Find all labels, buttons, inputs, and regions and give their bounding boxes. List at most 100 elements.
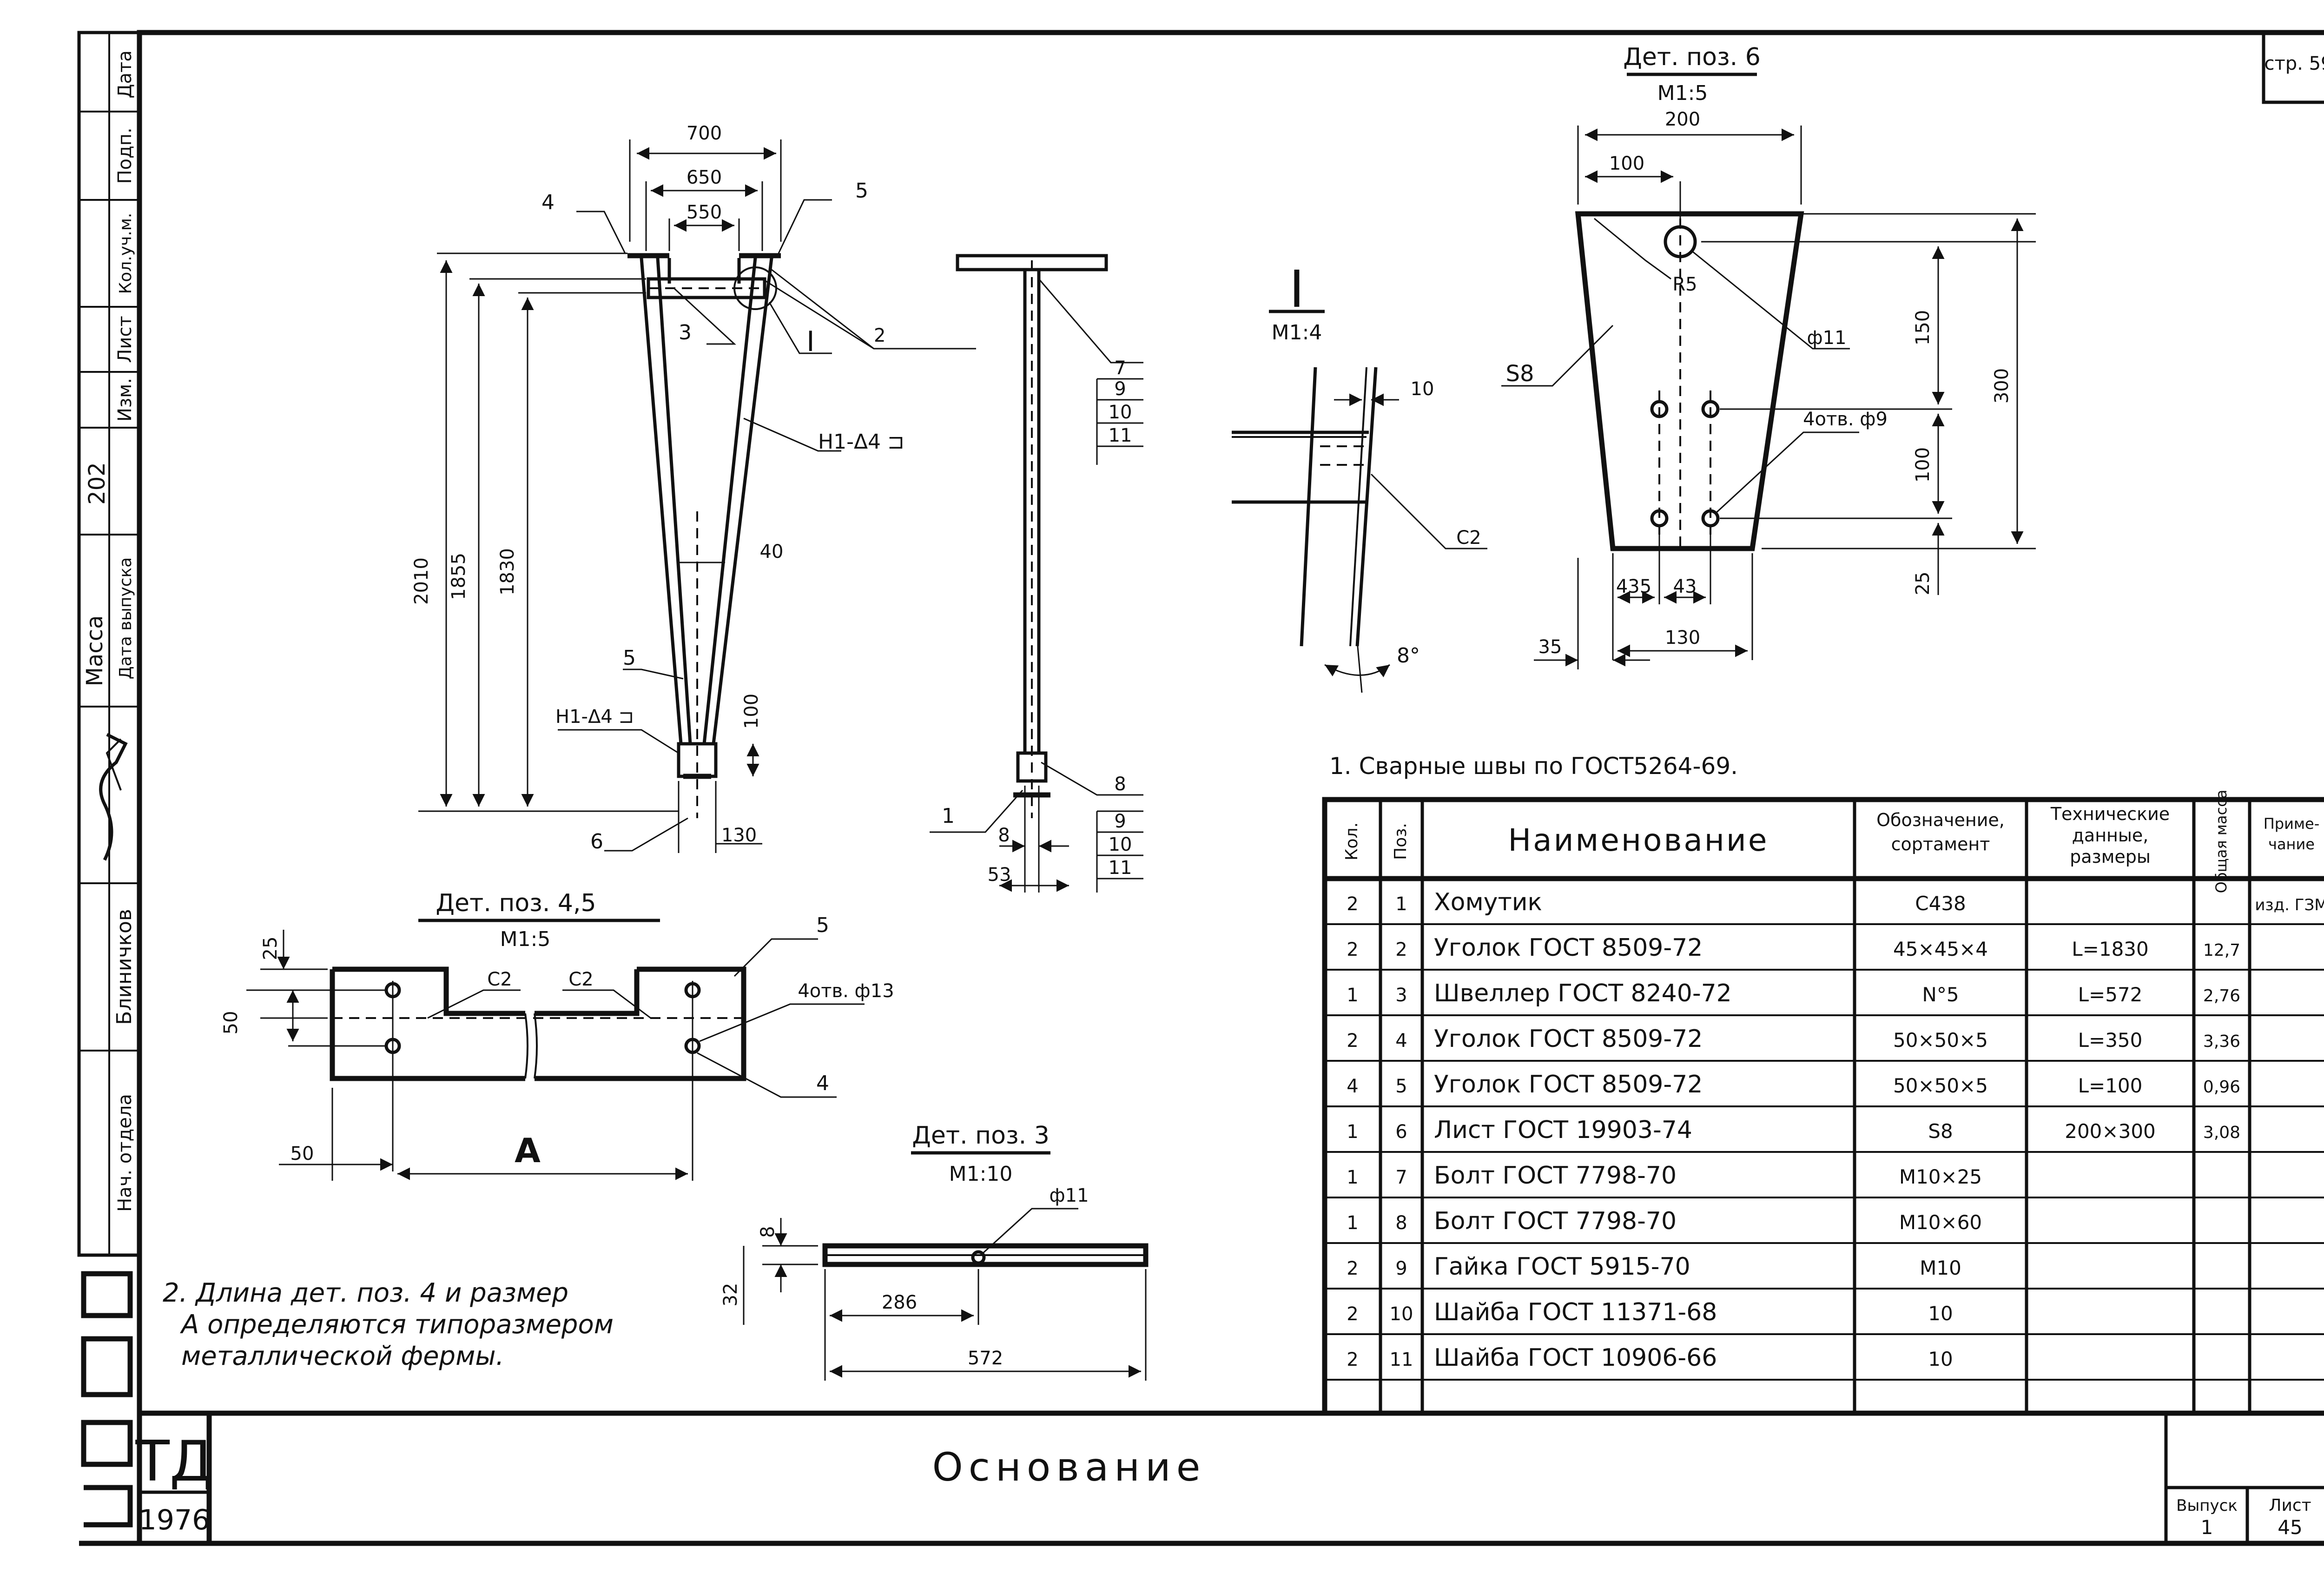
dim-43: 43 — [1673, 576, 1697, 597]
table-cell-name: Уголок ГОСТ 8509-72 — [1434, 1025, 1703, 1053]
table-cell-tech: 200×300 — [2065, 1120, 2156, 1143]
table-cell-poz: 4 — [1395, 1030, 1407, 1052]
table-cell-poz: 5 — [1395, 1076, 1407, 1097]
callout-3: 3 — [679, 321, 692, 344]
dim-50-bottom: 50 — [290, 1143, 314, 1164]
callout-11-top: 11 — [1109, 425, 1132, 446]
dim-100-top: 100 — [1609, 153, 1644, 174]
dim-f11: ф11 — [1807, 327, 1846, 349]
callout-weld-bottom: Н1-Δ4 ⊐ — [555, 706, 634, 728]
weld-C2-left: С2 — [487, 969, 512, 990]
stamp-head: Нач. отдела — [114, 1094, 136, 1212]
dim-200: 200 — [1665, 109, 1700, 130]
angle-8: 8° — [1397, 644, 1420, 668]
detail-6: Дет. поз. 6 М1:5 200 100 R5 ф11 — [1501, 43, 2036, 669]
dim-700: 700 — [687, 123, 722, 144]
side-stamp: Дата Подп. Кол.уч.м. Лист Изм. 202 Масса… — [77, 31, 141, 1528]
dim-8-channel: 8 — [757, 1226, 779, 1237]
stamp-header-sheet: Лист — [114, 316, 136, 363]
dim-8-side: 8 — [998, 825, 1010, 846]
callout-4-angle: 4 — [816, 1072, 829, 1095]
table-cell-name: Швеллер ГОСТ 8240-72 — [1434, 979, 1732, 1007]
callout-4: 4 — [541, 191, 555, 214]
table-cell-designation: М10×60 — [1899, 1211, 1982, 1234]
dim-32: 32 — [720, 1283, 741, 1307]
table-cell-poz: 3 — [1395, 985, 1407, 1006]
table-cell-kol: 1 — [1347, 1167, 1358, 1188]
vypusk-value: 1 — [2201, 1516, 2213, 1539]
table-cell-name: Хомутик — [1434, 888, 1542, 916]
callout-1: 1 — [942, 804, 955, 828]
table-cell-kol: 2 — [1347, 1258, 1358, 1279]
dim-4holes-f9: 4отв. ф9 — [1803, 409, 1888, 430]
callout-10-bottom: 10 — [1109, 834, 1132, 855]
table-cell-designation: 10 — [1928, 1348, 1953, 1370]
dim-100-right: 100 — [1912, 447, 1934, 483]
detail-I-scale: М1:4 — [1272, 321, 1322, 344]
detail-3-title: Дет. поз. 3 — [912, 1122, 1050, 1150]
table-cell-kol: 2 — [1347, 1030, 1358, 1052]
thickness-S8: S8 — [1505, 361, 1534, 387]
table-cell-designation: М10×25 — [1899, 1165, 1982, 1188]
weld-C2-right: С2 — [568, 969, 593, 990]
callout-11-bottom: 11 — [1109, 857, 1132, 879]
table-cell-designation: S8 — [1928, 1120, 1953, 1143]
table-cell-designation: 45×45×4 — [1893, 938, 1988, 960]
table-cell-poz: 8 — [1395, 1212, 1407, 1234]
callout-9-bottom: 9 — [1114, 811, 1126, 832]
callout-5-bottom: 5 — [623, 646, 636, 670]
table-cell-kol: 1 — [1347, 985, 1358, 1006]
table-cell-designation: С438 — [1915, 892, 1966, 915]
stamp-mass: Масса — [82, 615, 108, 686]
table-cell-designation: 10 — [1928, 1302, 1953, 1325]
stamp-header-sign: Подп. — [114, 127, 136, 184]
callout-6: 6 — [590, 830, 603, 853]
detail-3-scale: М1:10 — [949, 1162, 1013, 1186]
th-poz: Поз. — [1391, 823, 1410, 860]
table-cell-mass: 3,08 — [2203, 1123, 2240, 1142]
dim-f11-channel: ф11 — [1049, 1185, 1089, 1206]
dim-286: 286 — [882, 1292, 917, 1313]
year: 1976 — [139, 1504, 210, 1536]
dim-435: 435 — [1616, 576, 1651, 597]
note-2-line-3: металлической фермы. — [181, 1341, 504, 1371]
dim-25: 25 — [1912, 572, 1934, 595]
detail-I: I М1:4 10 С2 8° — [1232, 259, 1487, 693]
detail-6-title: Дет. поз. 6 — [1623, 43, 1761, 71]
dim-1855: 1855 — [448, 553, 469, 600]
dim-40: 40 — [760, 541, 784, 562]
table-cell-kol: 2 — [1347, 1303, 1358, 1325]
table-cell-designation: 50×50×5 — [1893, 1029, 1988, 1052]
stamp-header-date: Дата — [114, 50, 136, 99]
dim-25-angle: 25 — [260, 937, 281, 960]
dim-35: 35 — [1538, 636, 1562, 658]
main-view: 700 650 550 2010 1855 1830 40 100 130 4 … — [411, 123, 976, 853]
table-cell-poz: 10 — [1390, 1303, 1413, 1325]
detail-45: Дет. поз. 4,5 М1:5 25 50 50 А С2 С2 — [220, 889, 894, 1181]
table-cell-designation: 50×50×5 — [1893, 1074, 1988, 1097]
stamp-header-qty: Кол.уч.м. — [116, 213, 135, 294]
table-cell-mass: 12,7 — [2203, 941, 2240, 960]
th-name: Наименование — [1508, 822, 1769, 858]
page-number: стр. 59 — [2264, 53, 2324, 74]
table-cell-poz: 2 — [1395, 939, 1407, 960]
series-code: ТД — [135, 1429, 213, 1494]
dim-572: 572 — [968, 1348, 1003, 1369]
dim-650: 650 — [687, 167, 722, 188]
table-cell-kol: 4 — [1347, 1076, 1358, 1097]
table-cell-poz: 11 — [1390, 1349, 1413, 1370]
table-cell-kol: 2 — [1347, 1349, 1358, 1370]
table-cell-name: Болт ГОСТ 7798-70 — [1434, 1162, 1677, 1190]
vypusk-label: Выпуск — [2176, 1496, 2238, 1515]
dim-130-plate: 130 — [1665, 627, 1700, 648]
table-cell-name: Гайка ГОСТ 5915-70 — [1434, 1253, 1690, 1281]
table-cell-tech: L=100 — [2078, 1074, 2143, 1097]
title-block: ТД 1976 Основание Выпуск 1 Лист 45 — [135, 1410, 2324, 1543]
table-cell-poz: 9 — [1395, 1258, 1407, 1279]
table-cell-kol: 2 — [1347, 893, 1358, 915]
th-tech-data: Технические данные, размеры — [2050, 804, 2170, 867]
table-cell-tech: L=572 — [2078, 983, 2143, 1006]
callout-2: Н1-Δ4 ⊐ — [818, 430, 905, 454]
table-cell-designation: N°5 — [1922, 983, 1959, 1006]
table-cell-name: Уголок ГОСТ 8509-72 — [1434, 934, 1703, 962]
